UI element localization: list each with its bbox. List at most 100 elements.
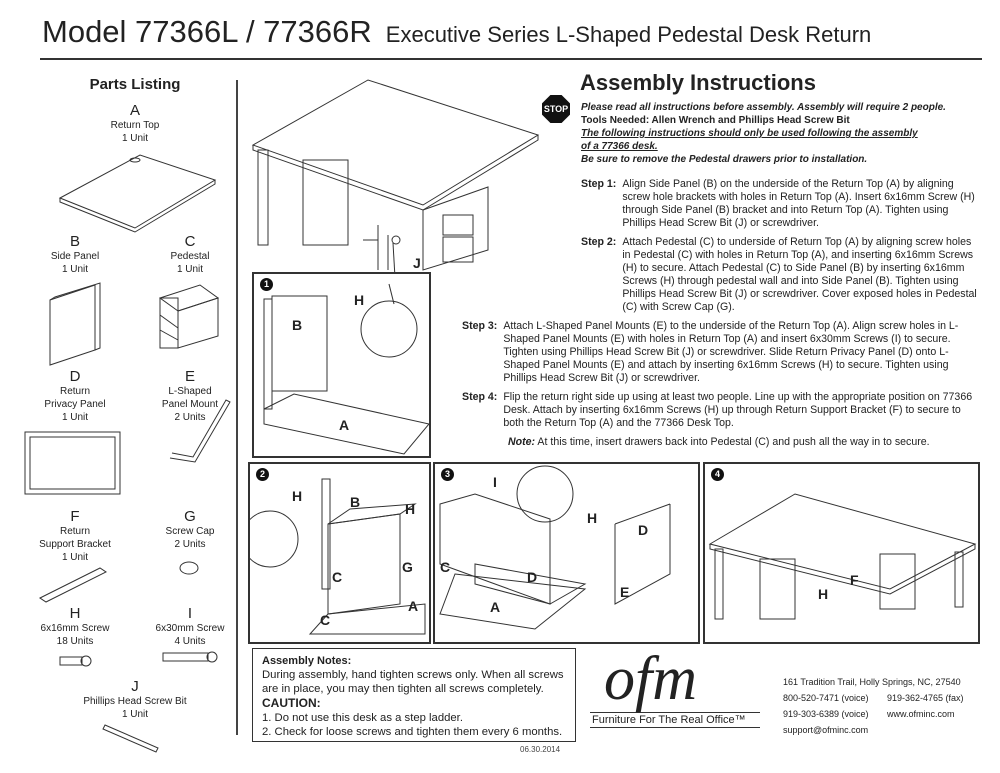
step2-diagram: 2 H B H G C A C (248, 462, 431, 644)
step-label: Step 3: (462, 320, 498, 332)
callout-label: E (620, 584, 630, 600)
tools-needed: Tools Needed: Allen Wrench and Phillips … (581, 115, 850, 126)
privacy-panel-drawing (24, 431, 121, 495)
product-subtitle: Executive Series L-Shaped Pedestal Desk … (385, 22, 872, 47)
part-name: Pedestal (170, 251, 210, 262)
part-letter: H (69, 605, 81, 622)
part-qty: 2 Units (174, 539, 206, 550)
caution-item: 1. Do not use this desk as a step ladder… (262, 712, 463, 724)
side-panel-drawing (49, 282, 101, 366)
prerequisite-note: The following instructions should only b… (581, 128, 918, 139)
step2-drawing (250, 478, 426, 635)
prerequisite-note-cont: of a 77366 desk. (581, 141, 658, 152)
intro-warning: Please read all instructions before asse… (581, 102, 946, 113)
step4-drawing (708, 493, 977, 620)
step-text: Attach Pedestal (C) to underside of Retu… (622, 236, 977, 313)
callout-label: H (354, 292, 365, 308)
website-link[interactable]: www.ofminc.com (887, 709, 955, 719)
step1-diagram: 1 H B A (252, 272, 431, 458)
callout-label: D (527, 569, 538, 585)
assembly-notes-box: Assembly Notes: During assembly, hand ti… (252, 648, 576, 742)
caution-item: 2. Check for loose screws and tighten th… (262, 726, 563, 738)
step-text: Attach L-Shaped Panel Mounts (E) to the … (503, 320, 959, 384)
part-qty: 2 Units (174, 412, 206, 423)
parts-listing-title: Parts Listing (89, 76, 181, 93)
part-name: Return Top (110, 120, 160, 131)
revision-date: 06.30.2014 (520, 745, 561, 754)
step-number-badge: 3 (441, 468, 454, 481)
part-letter: F (70, 508, 80, 525)
callout-label: I (493, 474, 497, 490)
callout-label: A (408, 598, 419, 614)
part-name: 6x30mm Screw (155, 623, 225, 634)
company-contact: 161 Tradition Trail, Holly Springs, NC, … (783, 674, 964, 738)
desk-overview-drawing (251, 79, 540, 275)
part-letter: B (69, 233, 80, 250)
callout-label: C (332, 569, 343, 585)
caution-title: CAUTION: (262, 696, 321, 710)
part-name: Return Privacy Panel (44, 386, 106, 410)
step-2: Step 2:Attach Pedestal (C) to underside … (581, 236, 981, 314)
part-letter: C (184, 233, 196, 250)
step-1: Step 1:Align Side Panel (B) on the under… (581, 178, 981, 230)
part-letter: I (187, 605, 193, 622)
company-address: 161 Tradition Trail, Holly Springs, NC, … (783, 677, 961, 687)
step-number-badge: 4 (711, 468, 724, 481)
callout-label: H (818, 586, 829, 602)
step-4: Step 4:Flip the return right side up usi… (462, 391, 982, 430)
step3-diagram: 3 I H D C D E A (433, 462, 700, 644)
logo-tagline: Furniture For The Real Office™ (590, 712, 760, 728)
part-letter: E (184, 368, 195, 385)
assembly-instructions-title: Assembly Instructions (580, 70, 816, 95)
part-qty: 1 Unit (121, 133, 149, 144)
callout-label: H (587, 510, 598, 526)
part-qty: 1 Unit (61, 412, 89, 423)
part-qty: 1 Unit (121, 709, 149, 720)
callout-label: H (405, 501, 416, 517)
part-name: Phillips Head Screw Bit (83, 696, 187, 707)
callout-label: B (292, 317, 303, 333)
step4-diagram: 4 F H (703, 462, 980, 644)
callout-label: A (490, 599, 501, 615)
callout-label: B (350, 494, 361, 510)
part-letter: J (131, 678, 139, 695)
callout-label: C (440, 559, 451, 575)
model-number: Model 77366L / 77366R (42, 14, 372, 49)
support-email[interactable]: support@ofminc.com (783, 725, 869, 735)
callout-label: F (850, 572, 859, 588)
step-3: Step 3: Attach L-Shaped Panel Mounts (E) … (462, 320, 982, 385)
column-divider (236, 80, 238, 735)
step-text: Align Side Panel (B) on the underside of… (622, 178, 975, 229)
note: Note: At this time, insert drawers back … (508, 436, 988, 449)
phone-fax: 919-362-4765 (fax) (887, 693, 964, 703)
step3-drawing (439, 465, 671, 630)
panel-mount-drawing (169, 399, 231, 463)
callout-label: G (402, 559, 413, 575)
part-name: Screw Cap (165, 526, 215, 537)
part-qty: 1 Unit (61, 264, 89, 275)
screw-cap-drawing (179, 561, 199, 575)
page-title: Model 77366L / 77366R Executive Series L-… (42, 14, 871, 50)
part-letter: G (184, 508, 196, 525)
callout-label: C (320, 612, 331, 628)
callout-label: J (413, 255, 421, 271)
step-number-badge: 2 (256, 468, 269, 481)
stop-sign-icon: STOP (542, 95, 570, 123)
part-qty: 1 Unit (176, 264, 204, 275)
part-name: Return Support Bracket (39, 526, 111, 550)
part-name: L-Shaped Panel Mount (161, 386, 219, 410)
title-rule (40, 58, 982, 60)
callout-label: A (339, 417, 350, 433)
phone-voice-2: 919-303-6389 (voice) (783, 709, 869, 719)
step-text: Flip the return right side up using at l… (503, 391, 973, 429)
step-number-badge: 1 (260, 278, 273, 291)
long-screw-drawing (162, 651, 218, 663)
